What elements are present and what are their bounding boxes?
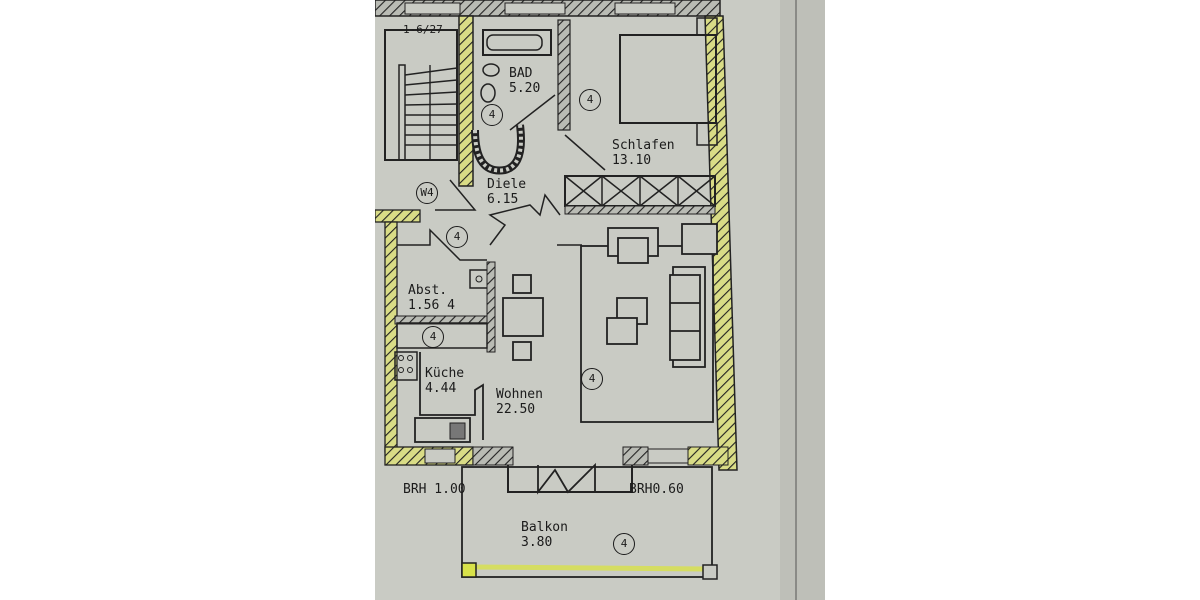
floor-code-marker: 4 — [613, 533, 635, 555]
sill-height-left: BRH 1.00 — [403, 482, 466, 497]
floor-code-marker: 4 — [446, 226, 468, 248]
stair-label: 1-6/27 — [403, 23, 443, 36]
apartment-marker: W4 — [416, 182, 438, 204]
floor-plan-drawing — [375, 0, 825, 600]
room-label-abst: Abst.1.56 4 — [408, 283, 455, 313]
floor-code-marker: 4 — [481, 104, 503, 126]
sill-height-right: BRH0.60 — [629, 482, 684, 497]
floor-code-marker: 4 — [581, 368, 603, 390]
floor-code-marker: 4 — [422, 326, 444, 348]
floor-code-marker: 4 — [579, 89, 601, 111]
